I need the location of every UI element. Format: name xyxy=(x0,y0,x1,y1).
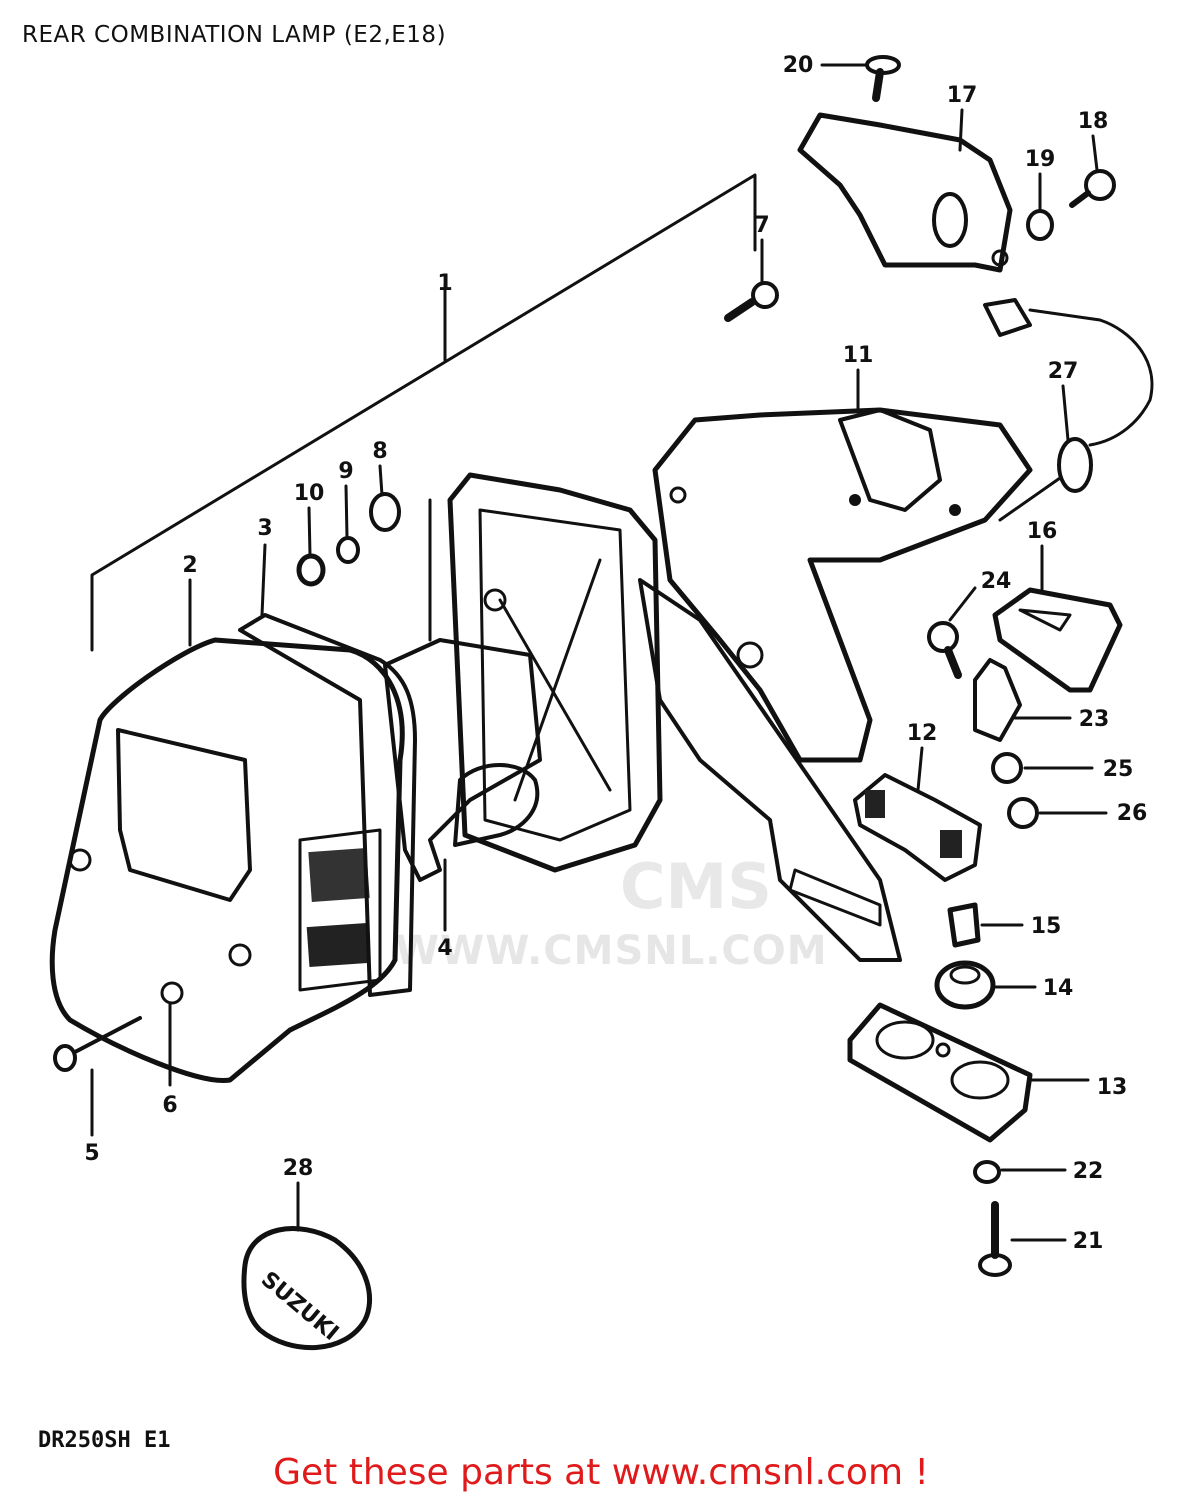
callout-14: 14 xyxy=(1043,976,1074,1001)
callout-20: 20 xyxy=(783,53,814,78)
watermark-logo: CMS xyxy=(620,850,772,923)
rubber-cushion xyxy=(934,960,996,1010)
callout-8: 8 xyxy=(372,439,387,464)
nut-26 xyxy=(1007,797,1039,829)
callout-16: 16 xyxy=(1027,519,1058,544)
assembly-bracket-1 xyxy=(90,173,757,652)
callout-27: 27 xyxy=(1048,359,1079,384)
reflector-block xyxy=(992,587,1123,693)
callout-4: 4 xyxy=(437,936,452,961)
screw-18 xyxy=(1069,169,1116,208)
washer-9 xyxy=(336,536,360,564)
callout-10: 10 xyxy=(294,481,325,506)
callout-19: 19 xyxy=(1025,147,1056,172)
callout-23: 23 xyxy=(1079,707,1110,732)
screw-5 xyxy=(53,1016,142,1072)
callout-25: 25 xyxy=(1103,757,1134,782)
callout-9: 9 xyxy=(338,459,353,484)
callout-24: 24 xyxy=(981,569,1012,594)
bolt-24 xyxy=(927,621,962,679)
callout-6: 6 xyxy=(162,1093,177,1118)
callout-3: 3 xyxy=(257,516,272,541)
callout-1: 1 xyxy=(437,271,452,296)
spacer xyxy=(947,902,981,948)
callout-17: 17 xyxy=(947,83,978,108)
nut-10 xyxy=(296,553,326,587)
callout-11: 11 xyxy=(843,343,874,368)
bolt-7 xyxy=(724,281,779,322)
callout-28: 28 xyxy=(283,1156,314,1181)
callout-5: 5 xyxy=(84,1141,99,1166)
mounting-plate xyxy=(847,1002,1033,1143)
callout-26: 26 xyxy=(1117,801,1148,826)
bolt-20 xyxy=(865,55,901,102)
callout-13: 13 xyxy=(1097,1075,1128,1100)
page-title: REAR COMBINATION LAMP (E2,E18) xyxy=(22,22,447,48)
lamp-lens-housing xyxy=(49,637,405,1083)
bolt-21 xyxy=(978,1201,1012,1277)
callout-12: 12 xyxy=(907,721,938,746)
washer-25 xyxy=(991,752,1023,784)
callout-7: 7 xyxy=(754,213,769,238)
suzuki-emblem xyxy=(241,1226,373,1351)
wiring-grommet-27 xyxy=(983,298,1154,522)
washer-22 xyxy=(973,1160,1001,1184)
washer-19 xyxy=(1026,209,1054,241)
model-code: DR250SH E1 xyxy=(38,1428,171,1453)
callout-22: 22 xyxy=(1073,1159,1104,1184)
wire-clamp xyxy=(853,773,982,882)
washer-8 xyxy=(369,492,401,532)
callout-15: 15 xyxy=(1031,914,1062,939)
terminal-23 xyxy=(973,658,1022,742)
callout-labels: 1 2 3 4 5 6 7 8 9 10 11 12 13 14 xyxy=(84,53,1147,1254)
promo-link-text[interactable]: Get these parts at www.cmsnl.com ! xyxy=(273,1452,929,1493)
lamp-frame xyxy=(447,472,663,873)
upper-bracket xyxy=(797,112,1013,273)
callout-21: 21 xyxy=(1073,1229,1104,1254)
watermark-text: WWW.CMSNL.COM xyxy=(395,928,828,974)
main-bracket xyxy=(638,407,1033,962)
callout-18: 18 xyxy=(1078,109,1109,134)
callout-2: 2 xyxy=(182,553,197,578)
lamp-gasket xyxy=(238,613,417,997)
